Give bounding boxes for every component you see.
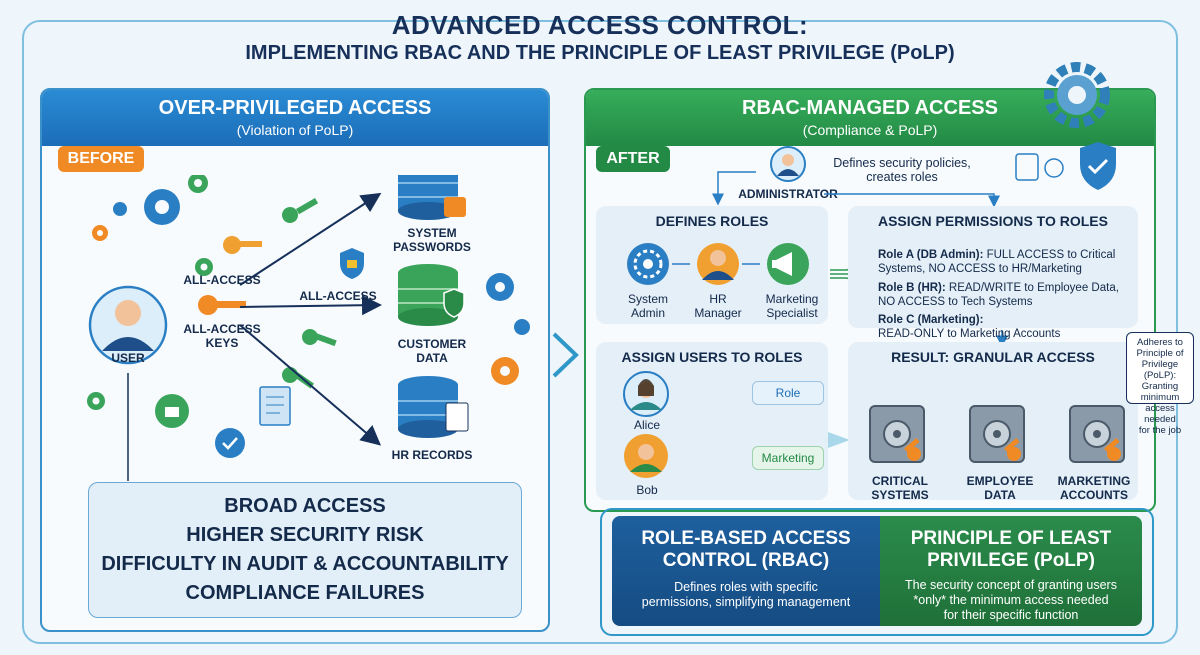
- resource-system-passwords: SYSTEM PASSWORDS: [393, 226, 471, 254]
- before-heading: OVER-PRIVILEGED ACCESS: [158, 97, 432, 119]
- transition-arrow-icon: [552, 332, 579, 378]
- role-pill: Role: [752, 381, 824, 405]
- vault-marketing-accounts: MARKETING ACCOUNTS: [1057, 474, 1131, 502]
- gear-icon: [491, 357, 519, 385]
- permission-role-a-name: Role A (DB Admin):: [878, 249, 984, 261]
- page-subtitle: IMPLEMENTING RBAC AND THE PRINCIPLE OF L…: [245, 42, 955, 64]
- risk-item: BROAD ACCESS: [224, 495, 386, 517]
- permission-role-a-text: FULL ACCESS to Critical Systems, NO ACCE…: [878, 249, 1116, 275]
- gear-icon: [514, 319, 530, 335]
- permission-role-a: Role A (DB Admin): FULL ACCESS to Critic…: [878, 234, 1134, 276]
- safe-icon: [969, 405, 1025, 463]
- gear-icon: [195, 258, 213, 276]
- user-alice-label: Alice: [633, 418, 660, 432]
- gear-icon: [144, 189, 180, 225]
- user-avatars: [623, 371, 669, 478]
- administrator-avatar-icon: [770, 146, 806, 182]
- gear-icon: [92, 225, 108, 241]
- role-system-admin: System Admin: [627, 292, 668, 320]
- before-badge: BEFORE: [58, 146, 144, 172]
- hr-manager-avatar-icon: [697, 243, 739, 285]
- before-diagram: [87, 175, 530, 481]
- key-icon: [302, 329, 337, 347]
- before-panel-header: OVER-PRIVILEGED ACCESS (Violation of PoL…: [42, 90, 548, 146]
- gear-icon: [188, 175, 208, 193]
- after-subheading: (Compliance & PoLP): [802, 122, 938, 138]
- database-icon: [398, 376, 469, 438]
- shield-icon: [340, 248, 364, 279]
- gear-icon: [486, 273, 514, 301]
- assign-users-box: ASSIGN USERS TO ROLES: [596, 342, 828, 500]
- polp-description: The security concept of granting users *…: [905, 578, 1117, 622]
- assign-users-title: ASSIGN USERS TO ROLES: [621, 349, 803, 365]
- assign-permissions-title: ASSIGN PERMISSIONS TO ROLES: [877, 213, 1108, 229]
- marketing-pill: Marketing: [752, 446, 824, 470]
- defines-roles-title: DEFINES ROLES: [655, 213, 769, 229]
- key-label-middle: ALL-ACCESS KEYS: [183, 322, 261, 350]
- gear-icon: [87, 392, 105, 410]
- page-title: ADVANCED ACCESS CONTROL:: [391, 10, 809, 40]
- vault-critical-systems: CRITICAL SYSTEMS: [871, 474, 929, 502]
- polp-callout: Adheres to Principle of Privilege (PoLP)…: [1126, 332, 1194, 436]
- vault-icons: [869, 405, 1125, 463]
- key-label-arrow: ALL-ACCESS: [299, 289, 377, 303]
- key-icon: [198, 295, 246, 315]
- administrator-note: Defines security policies, creates roles: [833, 156, 971, 184]
- key-label-top: ALL-ACCESS: [183, 273, 261, 287]
- resource-customer-data: CUSTOMER DATA: [397, 337, 467, 365]
- alice-avatar-icon: [623, 371, 669, 417]
- after-badge: AFTER: [596, 146, 670, 172]
- marketing-megaphone-icon: [767, 243, 809, 285]
- role-marketing-specialist: Marketing Specialist: [765, 292, 819, 320]
- administrator-label: ADMINISTRATOR: [738, 187, 838, 201]
- database-icon: [398, 264, 465, 326]
- rbac-title: ROLE-BASED ACCESS CONTROL (RBAC): [641, 528, 851, 571]
- risk-item: COMPLIANCE FAILURES: [185, 582, 425, 604]
- assign-permissions-box: ASSIGN PERMISSIONS TO ROLES: [848, 206, 1138, 328]
- system-admin-gear-icon: [627, 243, 669, 285]
- database-icon: [398, 175, 466, 220]
- permission-role-b: Role B (HR): READ/WRITE to Employee Data…: [878, 267, 1134, 309]
- compliance-icons: [1015, 142, 1116, 190]
- rbac-definition-box: ROLE-BASED ACCESS CONTROL (RBAC) Defines…: [612, 516, 880, 626]
- permission-role-c: Role C (Marketing): READ-ONLY to Marketi…: [878, 299, 1134, 341]
- result-title: RESULT: GRANULAR ACCESS: [891, 349, 1095, 365]
- polp-title: PRINCIPLE OF LEAST PRIVILEGE (PoLP): [910, 528, 1112, 571]
- bottom-definitions-frame: [600, 508, 1154, 636]
- user-avatar-icon: [88, 285, 168, 365]
- role-hr-manager: HR Manager: [694, 292, 742, 320]
- after-heading: RBAC-MANAGED ACCESS: [742, 97, 998, 119]
- key-icon: [282, 198, 319, 223]
- user-bob-label: Bob: [636, 483, 658, 497]
- resource-hr-records: HR RECORDS: [391, 448, 473, 462]
- permission-role-c-text: READ-ONLY to Marketing Accounts: [878, 328, 1061, 340]
- gear-icon: [113, 202, 127, 216]
- check-gear-icon: [215, 428, 245, 458]
- safe-icon: [869, 405, 925, 463]
- permission-role-c-name: Role C (Marketing):: [878, 314, 984, 326]
- polp-definition-box: PRINCIPLE OF LEAST PRIVILEGE (PoLP) The …: [880, 516, 1142, 626]
- bob-avatar-icon: [624, 434, 668, 478]
- permission-role-b-name: Role B (HR):: [878, 282, 946, 294]
- lock-badge-icon: [155, 394, 189, 428]
- large-gear-icon: [1044, 62, 1110, 128]
- vault-employee-data: EMPLOYEE DATA: [966, 474, 1034, 502]
- user-label: USER: [111, 351, 145, 365]
- rbac-description: Defines roles with specific permissions,…: [641, 580, 851, 609]
- safe-icon: [1069, 405, 1125, 463]
- risk-item: DIFFICULTY IN AUDIT & ACCOUNTABILITY: [101, 553, 509, 575]
- permission-role-b-text: READ/WRITE to Employee Data, NO ACCESS t…: [878, 282, 1119, 308]
- role-icons: [627, 243, 809, 285]
- risk-summary-box: BROAD ACCESS HIGHER SECURITY RISK DIFFIC…: [88, 482, 522, 618]
- before-subheading: (Violation of PoLP): [236, 122, 354, 138]
- key-icon: [223, 236, 262, 254]
- document-icon: [259, 386, 291, 426]
- risk-item: HIGHER SECURITY RISK: [186, 524, 424, 546]
